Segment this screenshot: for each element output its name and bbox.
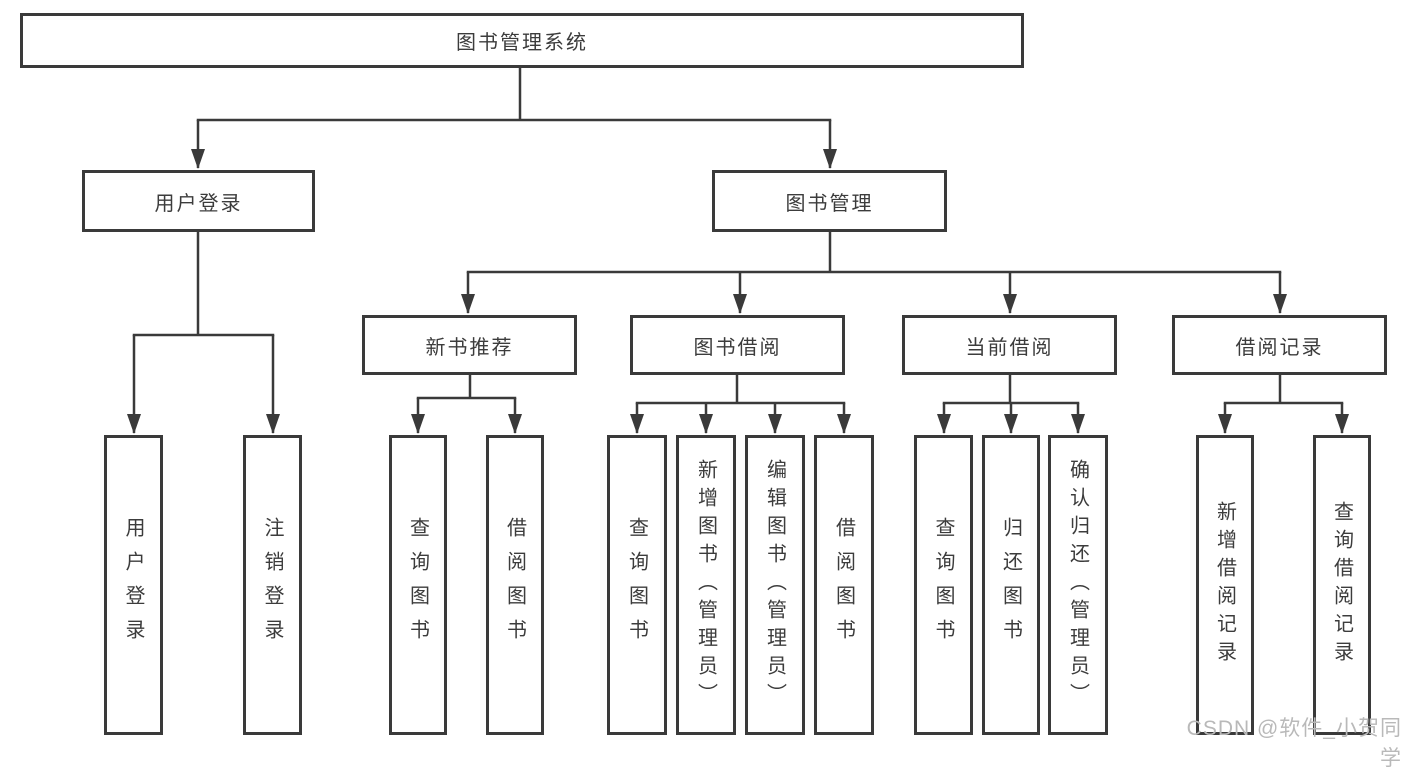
node-user-login: 用户登录 <box>82 170 315 232</box>
connector-root <box>191 68 837 169</box>
leaf-borrow-add-books-admin: 新增图书（管理员） <box>676 435 736 735</box>
connector-book-borrow <box>630 375 851 434</box>
leaf-borrow-borrow-books: 借阅图书 <box>814 435 874 735</box>
leaf-newbook-borrow-books: 借阅图书 <box>486 435 544 735</box>
connector-book-management <box>461 232 1287 314</box>
leaf-record-query-record: 查询借阅记录 <box>1313 435 1371 735</box>
leaf-current-confirm-return-admin: 确认归还（管理员） <box>1048 435 1108 735</box>
node-borrow-record: 借阅记录 <box>1172 315 1387 375</box>
connector-current-borrow <box>937 375 1085 434</box>
leaf-current-return-books: 归还图书 <box>982 435 1040 735</box>
leaf-borrow-query-books: 查询图书 <box>607 435 667 735</box>
connector-lines <box>127 68 1349 434</box>
connector-new-book <box>411 375 522 434</box>
leaf-user-login: 用户登录 <box>104 435 163 735</box>
leaf-borrow-edit-books-admin: 编辑图书（管理员） <box>745 435 805 735</box>
node-book-management: 图书管理 <box>712 170 947 232</box>
connector-borrow-record <box>1218 375 1349 434</box>
connector-user-login <box>127 232 280 434</box>
leaf-current-query-books: 查询图书 <box>914 435 973 735</box>
org-chart: 图书管理系统 用户登录 图书管理 新书推荐 图书借阅 当前借阅 借阅记录 用户登… <box>20 13 1401 770</box>
node-new-book-recommend: 新书推荐 <box>362 315 577 375</box>
leaf-newbook-query-books: 查询图书 <box>389 435 447 735</box>
node-root-library-system: 图书管理系统 <box>20 13 1024 68</box>
leaf-logout: 注销登录 <box>243 435 302 735</box>
node-book-borrow: 图书借阅 <box>630 315 845 375</box>
node-current-borrow: 当前借阅 <box>902 315 1117 375</box>
leaf-record-add-record: 新增借阅记录 <box>1196 435 1254 735</box>
